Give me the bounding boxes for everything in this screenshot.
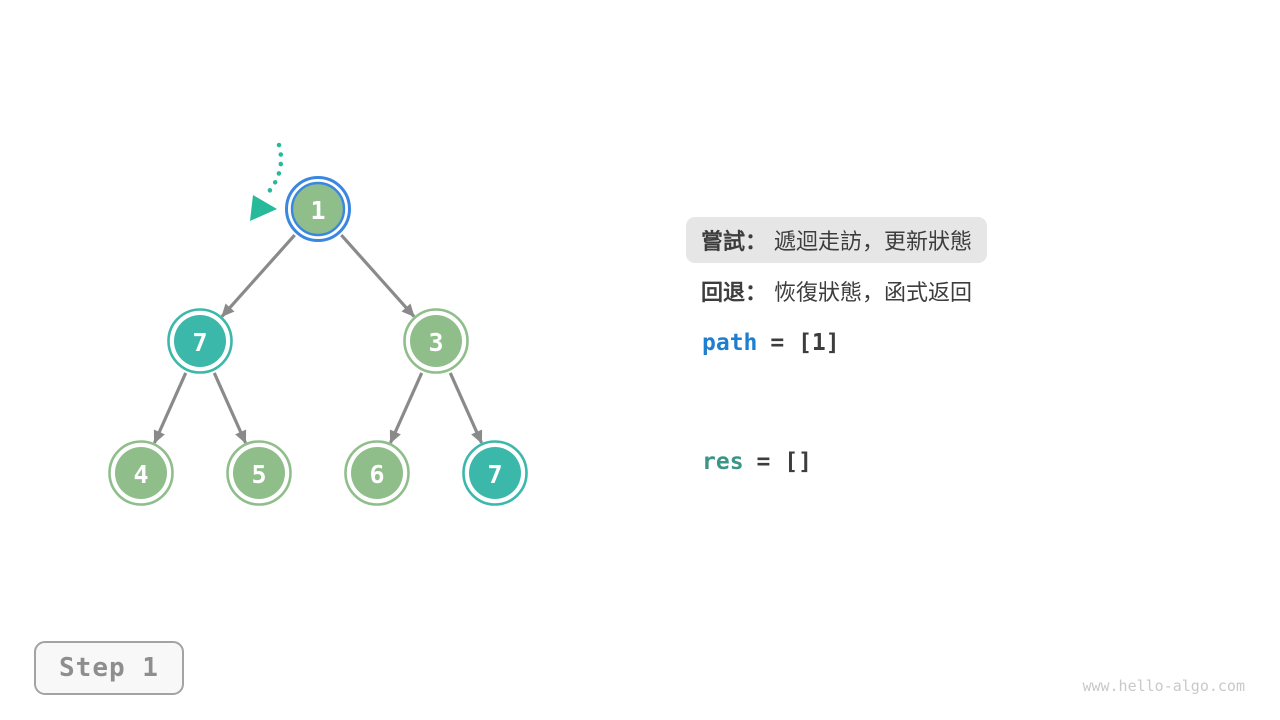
legend-backtrack-text: 恢復狀態，函式返回 [774,280,973,305]
tree-edge-n3-n7b [448,372,483,444]
tree-edge-n7a-n4 [153,372,188,444]
step-badge: Step 1 [34,641,184,695]
tree-node-1: 1 [285,176,351,242]
node-outer-ring [403,308,469,374]
node-circle [351,447,403,499]
node-value-label: 6 [369,460,384,489]
var-path-label: path [702,330,758,356]
tree-node-7: 7 [462,440,528,506]
node-outer-ring [285,176,351,242]
legend-try-label: 嘗試： [701,229,768,254]
node-outer-ring [226,440,292,506]
node-circle [469,447,521,499]
legend-try-line: 嘗試： 遞迴走訪，更新狀態 [686,217,988,263]
tree-edge-n3-n6 [389,372,424,444]
tree-edge-n1-n3 [340,234,416,318]
node-outer-ring [462,440,528,506]
tree-edge-n1-n7a [220,234,296,318]
watermark: www.hello-algo.com [1082,677,1245,695]
step-badge-label: Step 1 [59,653,159,683]
node-outer-ring [108,440,174,506]
node-value-label: 1 [310,196,325,225]
node-circle [115,447,167,499]
tree-node-7: 7 [167,308,233,374]
current-pointer-dotted-arrow [261,142,284,200]
tree-node-3: 3 [403,308,469,374]
var-res-value: = [] [756,449,812,475]
tree-node-5: 5 [226,440,292,506]
node-circle [290,181,346,237]
node-value-label: 7 [487,460,502,489]
tree-node-4: 4 [108,440,174,506]
var-res-line: res = [] [702,449,812,475]
node-value-label: 4 [133,460,148,489]
node-outer-ring [344,440,410,506]
node-value-label: 5 [251,460,266,489]
node-circle [174,315,226,367]
node-value-label: 3 [428,328,443,357]
legend-backtrack-label: 回退： [701,280,768,305]
legend-backtrack-line: 回退： 恢復狀態，函式返回 [701,277,972,305]
legend-try-text: 遞迴走訪，更新狀態 [774,229,973,254]
node-circle [410,315,462,367]
current-pointer-arrowhead-icon [250,195,277,221]
node-outer-ring [167,308,233,374]
var-path-line: path = [1] [702,330,840,356]
node-circle [233,447,285,499]
node-value-label: 7 [192,328,207,357]
tree-node-6: 6 [344,440,410,506]
tree-edge-n7a-n5 [212,372,247,444]
var-res-label: res [702,449,744,475]
var-path-value: = [1] [770,330,840,356]
